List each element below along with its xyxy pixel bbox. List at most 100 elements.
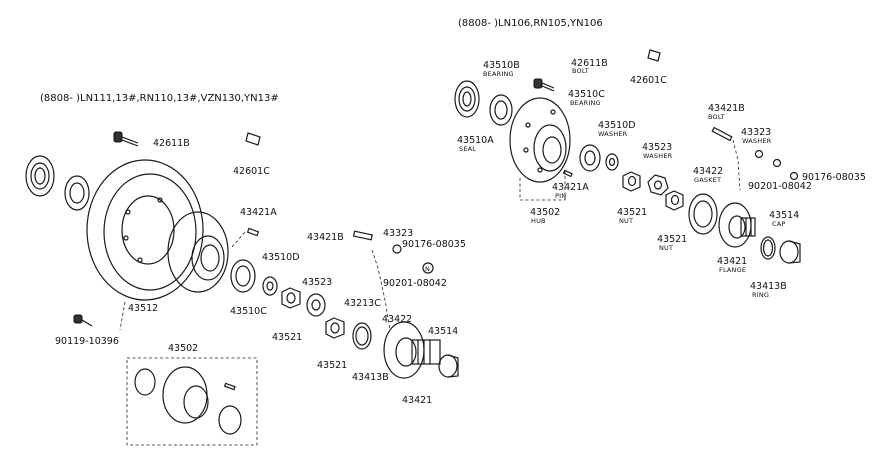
left-pin-43421A	[246, 227, 260, 237]
right-flange-43421	[718, 202, 756, 248]
right-label-43523: 43523	[642, 142, 672, 153]
left-label-43421B: 43421B	[307, 232, 344, 243]
right-sub-43510C: BEARING	[570, 99, 601, 107]
right-label-43421B: 43421B	[708, 103, 745, 114]
left-assembly: (8808- )LN111,13#,RN110,13#,VZN130,YN13#…	[25, 93, 466, 446]
svg-text:N: N	[425, 265, 430, 273]
right-label-43510B: 43510B	[483, 60, 520, 71]
left-seal	[25, 155, 55, 197]
left-brake-disc	[86, 159, 204, 301]
left-ring-43413B	[352, 322, 372, 350]
left-43502-box	[126, 357, 258, 446]
left-bearing	[64, 175, 90, 211]
right-seal-43510A	[454, 80, 480, 118]
right-sub-43521-b: NUT	[659, 244, 673, 252]
right-sub-43523: WASHER	[643, 152, 673, 160]
right-gasket-43422	[688, 193, 718, 235]
left-label-43514: 43514	[428, 326, 458, 337]
right-nut-90201	[772, 158, 799, 181]
right-label-43421: 43421	[717, 256, 747, 267]
left-label-43413B: 43413B	[352, 372, 389, 383]
left-label-90201: 90201-08042	[383, 278, 447, 289]
right-bolt-42611B	[533, 78, 555, 92]
left-label-43421: 43421	[402, 395, 432, 406]
right-label-43413B: 43413B	[750, 281, 787, 292]
right-nut-42601C	[647, 49, 661, 62]
left-bearing-43510C	[230, 259, 256, 293]
right-sub-43510A: SEAL	[459, 145, 476, 153]
right-label-42611B: 42611B	[571, 58, 608, 69]
right-label-43514: 43514	[769, 210, 799, 221]
right-hub-43502	[509, 97, 571, 183]
left-nut-90201: N	[422, 262, 434, 274]
right-sub-43502: HUB	[531, 217, 546, 225]
right-sub-43323: WASHER	[742, 137, 772, 145]
right-sub-43510B: BEARING	[483, 70, 514, 78]
left-washer-43323	[392, 244, 402, 254]
left-label-43521-a: 43521	[272, 332, 302, 343]
right-sub-42611B: BOLT	[572, 67, 589, 75]
right-label-43521-b: 43521	[657, 234, 687, 245]
right-washer-43523	[647, 174, 669, 196]
left-label-43323: 43323	[383, 228, 413, 239]
right-nut-43521-a	[622, 171, 641, 192]
right-sub-43421B: BOLT	[708, 113, 725, 121]
right-label-43510C: 43510C	[568, 89, 605, 100]
left-label-42611B: 42611B	[153, 138, 190, 149]
right-sub-43421: FLANGE	[719, 266, 746, 274]
left-nut-43521-a	[281, 287, 301, 309]
right-pin-43421A	[562, 169, 573, 178]
right-label-43510D: 43510D	[598, 120, 636, 131]
right-bearing-43510B	[489, 94, 513, 126]
left-label-43510C: 43510C	[230, 306, 267, 317]
right-sub-43510D: WASHER	[598, 130, 628, 138]
right-bearing-43510C	[579, 144, 601, 172]
left-washer-43523	[306, 293, 326, 317]
right-sub-43521-a: NUT	[619, 217, 633, 225]
right-label-43502: 43502	[530, 207, 560, 218]
left-label-43422: 43422	[382, 314, 412, 325]
left-label-43523: 43523	[302, 277, 332, 288]
right-label-43510A: 43510A	[457, 135, 494, 146]
right-label-43422: 43422	[693, 166, 723, 177]
left-bolt-42611B	[113, 131, 139, 147]
left-label-43521-b: 43521	[317, 360, 347, 371]
left-label-42601C: 42601C	[233, 166, 270, 177]
right-label-43323: 43323	[741, 127, 771, 138]
left-label-43213C: 43213C	[344, 298, 381, 309]
right-label-43421A: 43421A	[552, 182, 589, 193]
right-header: (8808- )LN106,RN105,YN106	[458, 18, 603, 29]
right-washer-43323	[754, 149, 764, 159]
right-sub-43514: CAP	[772, 220, 786, 228]
right-washer-43510D	[605, 153, 619, 171]
left-label-43421A: 43421A	[240, 207, 277, 218]
right-sub-43422: GASKET	[694, 176, 721, 184]
left-bolt-90119	[73, 314, 93, 327]
right-label-90201: 90201-08042	[748, 181, 812, 192]
left-cap-43514	[438, 354, 459, 378]
left-nut-42601C	[245, 132, 261, 146]
left-label-43502: 43502	[168, 343, 198, 354]
left-43502-hub	[134, 366, 242, 435]
right-assembly: (8808- )LN106,RN105,YN106 43510A SEAL 43…	[454, 18, 866, 299]
left-label-43512: 43512	[128, 303, 158, 314]
left-header: (8808- )LN111,13#,RN110,13#,VZN130,YN13#	[40, 93, 279, 104]
right-sub-43421A: PIN	[555, 192, 566, 200]
right-cap-43514	[779, 240, 801, 264]
right-label-90176: 90176-08035	[802, 172, 866, 183]
right-label-43521-a: 43521	[617, 207, 647, 218]
left-bolt-43421B	[352, 230, 373, 241]
left-label-90176: 90176-08035	[402, 239, 466, 250]
left-washer-43510D	[262, 276, 278, 296]
right-sub-43413B: RING	[752, 291, 769, 299]
right-ring-43413B	[760, 236, 776, 260]
right-bolt-43421B	[711, 126, 733, 142]
right-nut-43521-b	[665, 190, 684, 211]
left-flange-43421	[383, 321, 441, 379]
left-hub	[167, 211, 229, 293]
right-label-42601C: 42601C	[630, 75, 667, 86]
left-label-43510D: 43510D	[262, 252, 300, 263]
left-nut-43521-b	[325, 317, 345, 339]
left-label-90119: 90119-10396	[55, 336, 119, 347]
